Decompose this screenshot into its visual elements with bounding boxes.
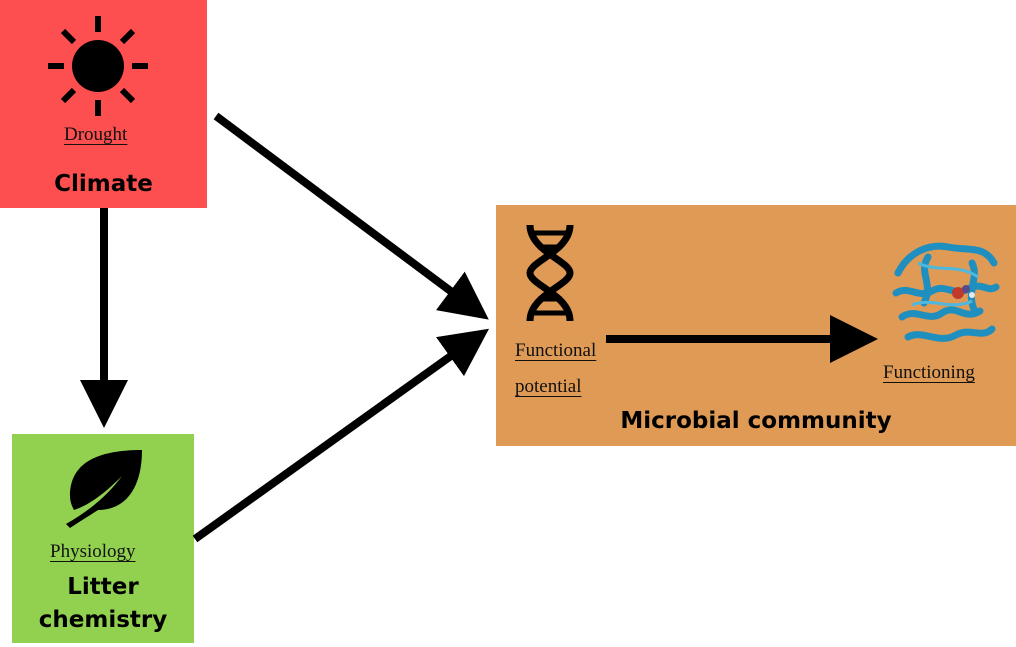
litter-title-line1: Litter [67,574,139,600]
litter-subtitle: Physiology [50,541,136,562]
litter-chemistry-box: Physiology Litter chemistry [12,434,194,643]
litter-title-line2: chemistry [38,607,168,633]
leaf-icon [66,450,142,528]
microbial-community-box: Functional potential Functioning Microbi… [496,205,1016,446]
sun-icon [48,16,148,116]
climate-title: Climate [54,171,153,197]
functioning-label: Functioning [883,362,975,383]
arrow-climate-to-microbial [213,112,489,320]
functional-potential-line1: Functional [515,340,597,361]
climate-subtitle: Drought [64,124,128,145]
climate-box: Drought Climate [0,0,207,208]
functional-potential-line2: potential [515,376,582,397]
microbial-community-title: Microbial community [620,408,892,434]
dna-icon [526,224,574,322]
arrow-litter-to-microbial [192,328,490,543]
protein-structure-icon [892,242,1000,342]
